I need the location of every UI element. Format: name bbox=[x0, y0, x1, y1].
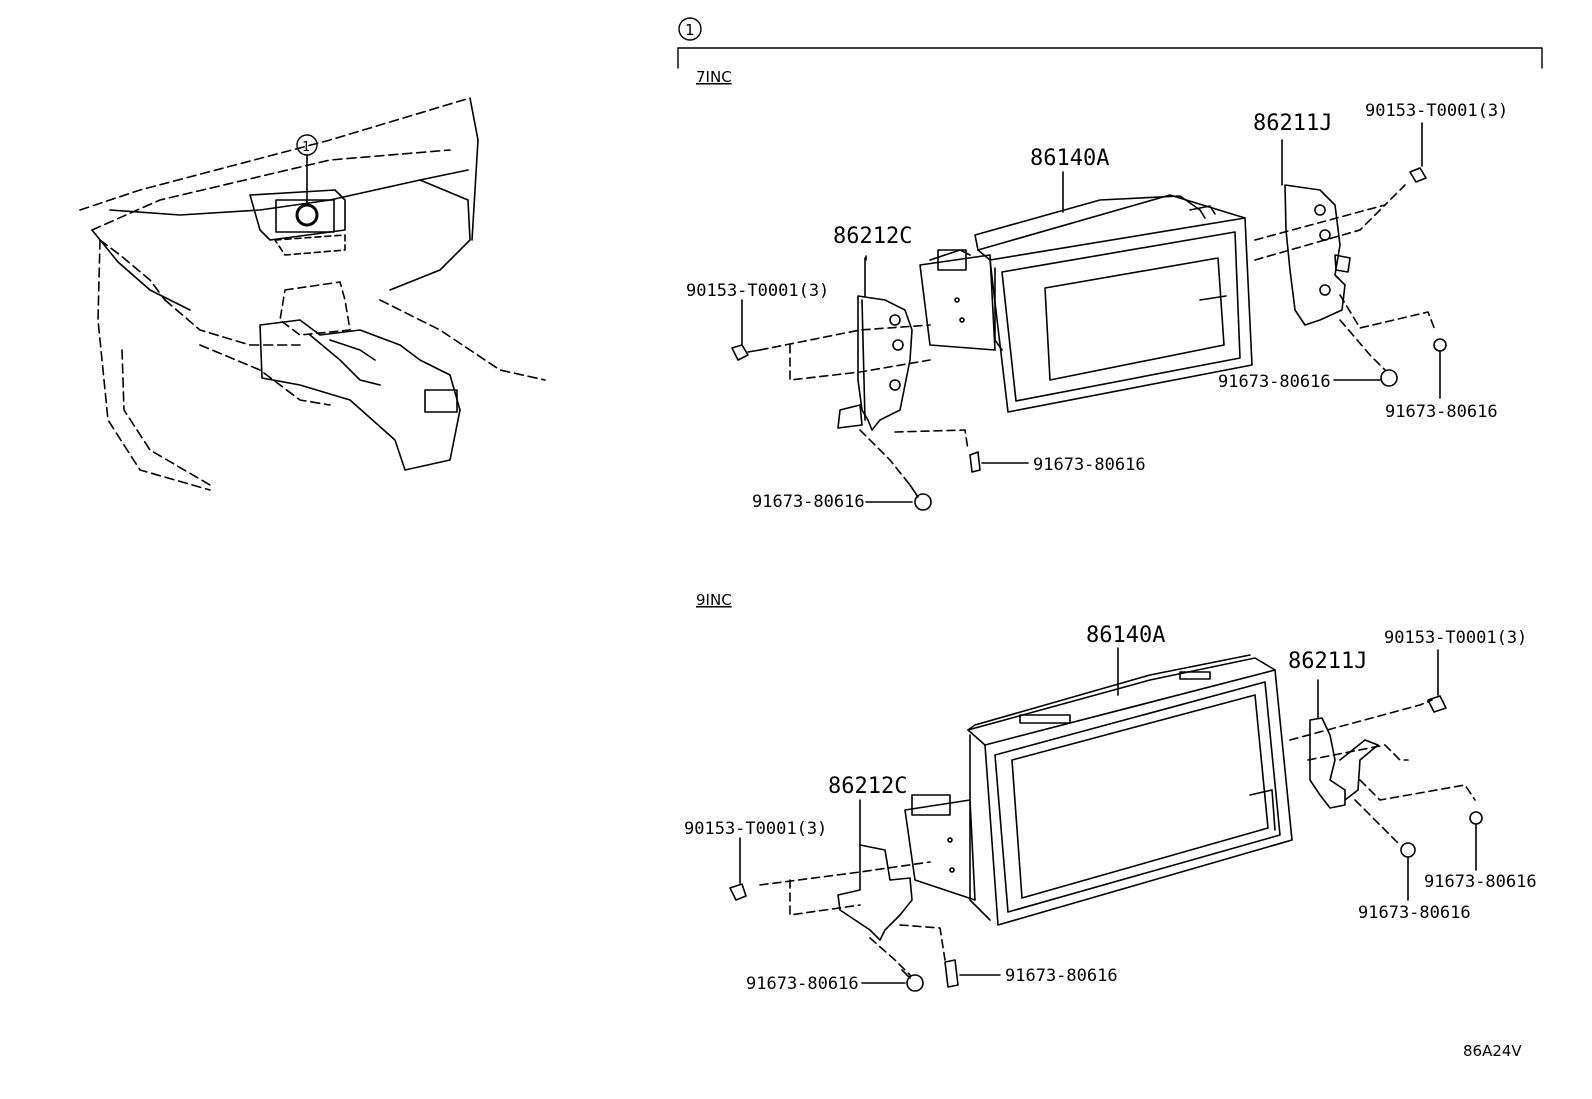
part-label-screw-bottom-left-9inc: 91673-80616 bbox=[746, 974, 859, 994]
part-label-bolt-left-7inc: 90153-T0001(3) bbox=[686, 281, 829, 301]
assembly-7inc bbox=[731, 122, 1447, 511]
part-label-bracket-right-7inc: 86211J bbox=[1253, 111, 1332, 136]
part-label-bolt-top-right-9inc: 90153-T0001(3) bbox=[1384, 628, 1527, 648]
part-label-display-9inc: 86140A bbox=[1086, 623, 1165, 648]
part-label-bracket-left-9inc: 86212C bbox=[828, 774, 907, 799]
section-title-9inc: 9INC bbox=[696, 591, 732, 609]
part-label-screw-right-b-9inc: 91673-80616 bbox=[1358, 903, 1471, 923]
part-label-screw-right-a-9inc: 91673-80616 bbox=[1424, 872, 1537, 892]
part-label-bracket-right-9inc: 86211J bbox=[1288, 649, 1367, 674]
part-label-screw-bottom-left-7inc: 91673-80616 bbox=[752, 492, 865, 512]
part-label-bracket-left-7inc: 86212C bbox=[833, 224, 912, 249]
section-title-7inc: 7INC bbox=[696, 68, 732, 86]
group-callout-number: 1 bbox=[685, 21, 695, 39]
part-label-screw-bottom-mid-9inc: 91673-80616 bbox=[1005, 966, 1118, 986]
diagram-code: 86A24V bbox=[1463, 1042, 1522, 1060]
part-label-display-7inc: 86140A bbox=[1030, 146, 1109, 171]
part-label-screw-right-a-7inc: 91673-80616 bbox=[1218, 372, 1331, 392]
part-label-screw-right-b-7inc: 91673-80616 bbox=[1385, 402, 1498, 422]
assembly-9inc bbox=[729, 647, 1483, 992]
group-bracket bbox=[677, 17, 1543, 69]
part-label-screw-bottom-mid-7inc: 91673-80616 bbox=[1033, 455, 1146, 475]
part-label-bolt-left-9inc: 90153-T0001(3) bbox=[684, 819, 827, 839]
part-label-bolt-top-right-7inc: 90153-T0001(3) bbox=[1365, 101, 1508, 121]
svg-text:1: 1 bbox=[302, 140, 310, 155]
dashboard-overview-illustration: 1 bbox=[79, 97, 546, 491]
